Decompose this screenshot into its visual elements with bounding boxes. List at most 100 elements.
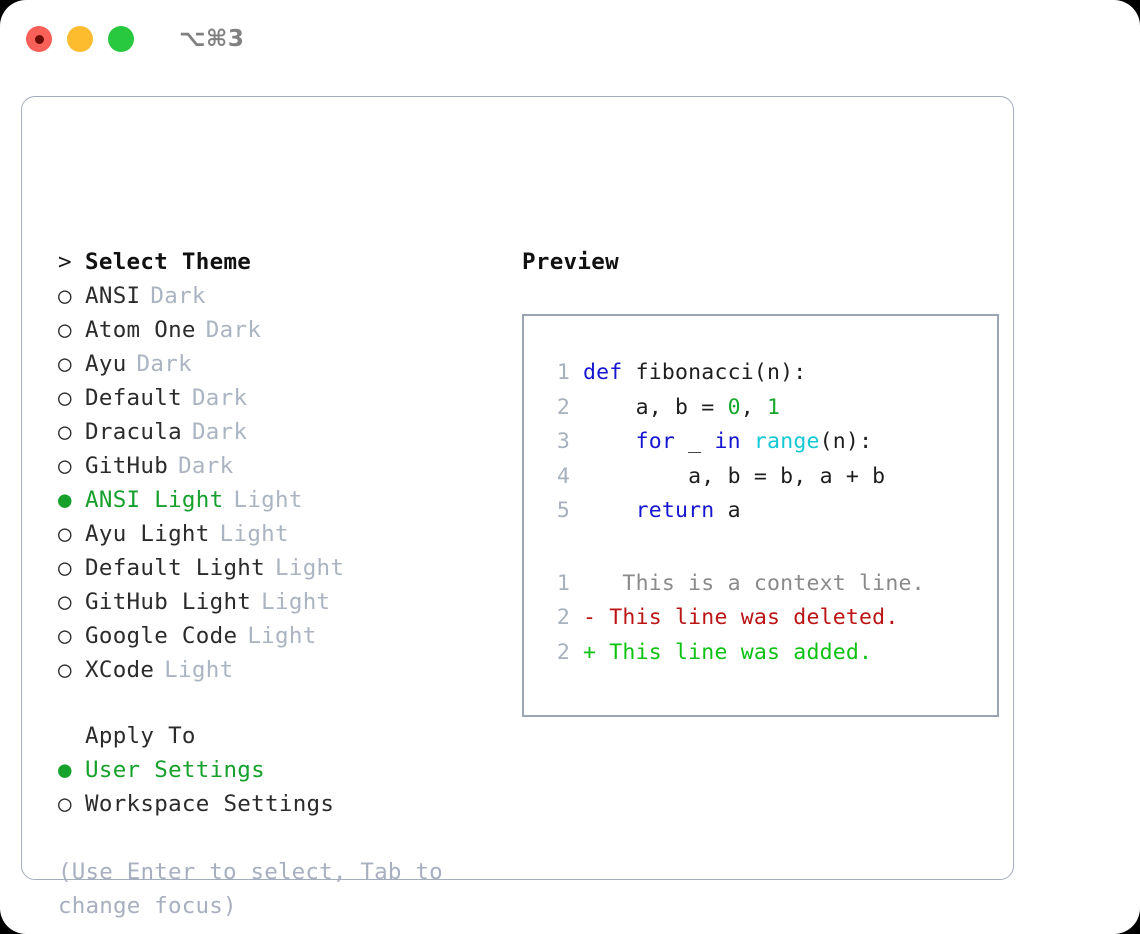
diff-line: 2 + This line was added. <box>544 636 997 671</box>
code-token-kw: def <box>583 360 623 385</box>
apply-to-option-row[interactable]: ● User Settings <box>58 753 498 787</box>
code-line-number: 3 <box>556 429 570 454</box>
radio-unselected-icon[interactable]: ○ <box>58 657 72 683</box>
apply-to-list: ● User Settings ○Workspace Settings <box>58 753 498 821</box>
radio-unselected-icon[interactable]: ○ <box>58 791 72 817</box>
radio-unselected-icon[interactable]: ○ <box>58 453 72 479</box>
radio-unselected-icon[interactable]: ○ <box>58 317 72 343</box>
theme-option-tag: Light <box>164 657 234 683</box>
theme-option-row[interactable]: ○ ANSI Dark <box>58 279 498 313</box>
theme-option-label: GitHub <box>85 453 169 479</box>
theme-option-tag: Light <box>261 589 331 615</box>
code-token-fn: range <box>753 429 820 454</box>
theme-option-tag: Light <box>275 555 345 581</box>
radio-selected-icon[interactable]: ● <box>58 757 72 783</box>
traffic-light-group <box>26 26 134 52</box>
code-token-txt: a <box>714 498 741 523</box>
diff-line-text-del: - This line was deleted. <box>583 605 899 630</box>
theme-option-tag: Light <box>247 623 317 649</box>
diff-line-number: 2 <box>556 639 570 665</box>
code-token-txt <box>741 429 754 454</box>
theme-option-row[interactable]: ○ Ayu Light Light <box>58 517 498 551</box>
apply-to-marker-spacer: ○ <box>58 719 85 753</box>
theme-option-label: ANSI <box>85 283 141 309</box>
theme-option-label: Ayu <box>85 351 127 377</box>
code-token-txt: a, b = <box>583 394 728 420</box>
apply-to-option-row[interactable]: ○Workspace Settings <box>58 787 498 821</box>
code-line-number: 5 <box>556 498 570 523</box>
code-line: 3 for _ in range(n): <box>544 425 997 460</box>
theme-option-label: Dracula <box>85 419 182 445</box>
code-line: 4 a, b = b, a + b <box>544 460 997 495</box>
theme-option-row[interactable]: ○ Google Code Light <box>58 619 498 653</box>
radio-selected-icon[interactable]: ● <box>58 487 72 513</box>
prompt-caret-icon: > <box>58 249 72 275</box>
code-token-txt <box>583 429 636 454</box>
radio-unselected-icon[interactable]: ○ <box>58 589 72 615</box>
theme-option-label: Google Code <box>85 623 238 649</box>
select-theme-heading: > Select Theme <box>58 245 498 279</box>
close-button[interactable] <box>26 26 52 52</box>
code-token-num: 1 <box>767 394 781 420</box>
radio-unselected-icon[interactable]: ○ <box>58 385 72 411</box>
theme-option-row[interactable]: ○ Dracula Dark <box>58 415 498 449</box>
code-token-num: 0 <box>727 394 741 420</box>
code-token-txt: (n): <box>819 429 873 454</box>
theme-option-row[interactable]: ○ GitHub Dark <box>58 449 498 483</box>
code-token-txt: _ <box>675 429 715 454</box>
theme-option-row[interactable]: ○ Default Dark <box>58 381 498 415</box>
theme-option-tag: Dark <box>136 351 192 377</box>
diff-line-text-add: + This line was added. <box>583 639 873 665</box>
code-line: 5 return a <box>544 494 997 529</box>
diff-line: 2 - This line was deleted. <box>544 601 997 636</box>
keyboard-shortcut-label: ⌥⌘3 <box>179 26 245 52</box>
recording-indicator-icon <box>34 34 44 44</box>
theme-option-label: Default <box>85 385 182 411</box>
radio-unselected-icon[interactable]: ○ <box>58 419 72 445</box>
theme-option-label: Atom One <box>85 317 196 343</box>
theme-option-tag: Dark <box>178 453 234 479</box>
theme-option-row[interactable]: ○ GitHub Light Light <box>58 585 498 619</box>
code-token-kw: for <box>635 429 676 454</box>
code-line-number: 2 <box>556 394 570 420</box>
theme-option-label: Ayu Light <box>85 521 210 547</box>
radio-unselected-icon[interactable]: ○ <box>58 623 72 649</box>
radio-unselected-icon[interactable]: ○ <box>58 283 72 309</box>
theme-option-tag: Dark <box>191 419 248 445</box>
apply-to-spacer <box>58 687 498 719</box>
theme-option-tag: Light <box>219 521 289 547</box>
minimize-button[interactable] <box>67 26 93 52</box>
theme-option-label: Default Light <box>85 555 265 581</box>
theme-option-tag: Dark <box>191 385 248 411</box>
apply-to-heading: ○ Apply To <box>58 719 498 753</box>
theme-option-row[interactable]: ○ Default Light Light <box>58 551 498 585</box>
radio-unselected-icon[interactable]: ○ <box>58 351 72 377</box>
theme-option-row[interactable]: ○ Ayu Dark <box>58 347 498 381</box>
apply-to-option-label: User Settings <box>85 757 265 783</box>
diff-line-text-ctx: This is a context line. <box>583 570 925 596</box>
theme-option-tag: Dark <box>150 283 206 309</box>
code-token-kw: in <box>714 429 741 454</box>
preview-title: Preview <box>522 249 619 275</box>
theme-option-tag: Light <box>233 487 303 513</box>
theme-option-label: GitHub Light <box>85 589 252 615</box>
diff-line: 1 This is a context line. <box>544 567 997 602</box>
radio-unselected-icon[interactable]: ○ <box>58 555 72 581</box>
code-token-txt: a, b = b, a + b <box>583 463 886 489</box>
maximize-button[interactable] <box>108 26 134 52</box>
window-titlebar: ⌥⌘3 <box>0 0 1140 78</box>
radio-unselected-icon[interactable]: ○ <box>58 521 72 547</box>
diff-line-number: 2 <box>556 605 570 630</box>
code-line-number: 4 <box>556 463 570 489</box>
code-token-txt: , <box>740 394 768 420</box>
